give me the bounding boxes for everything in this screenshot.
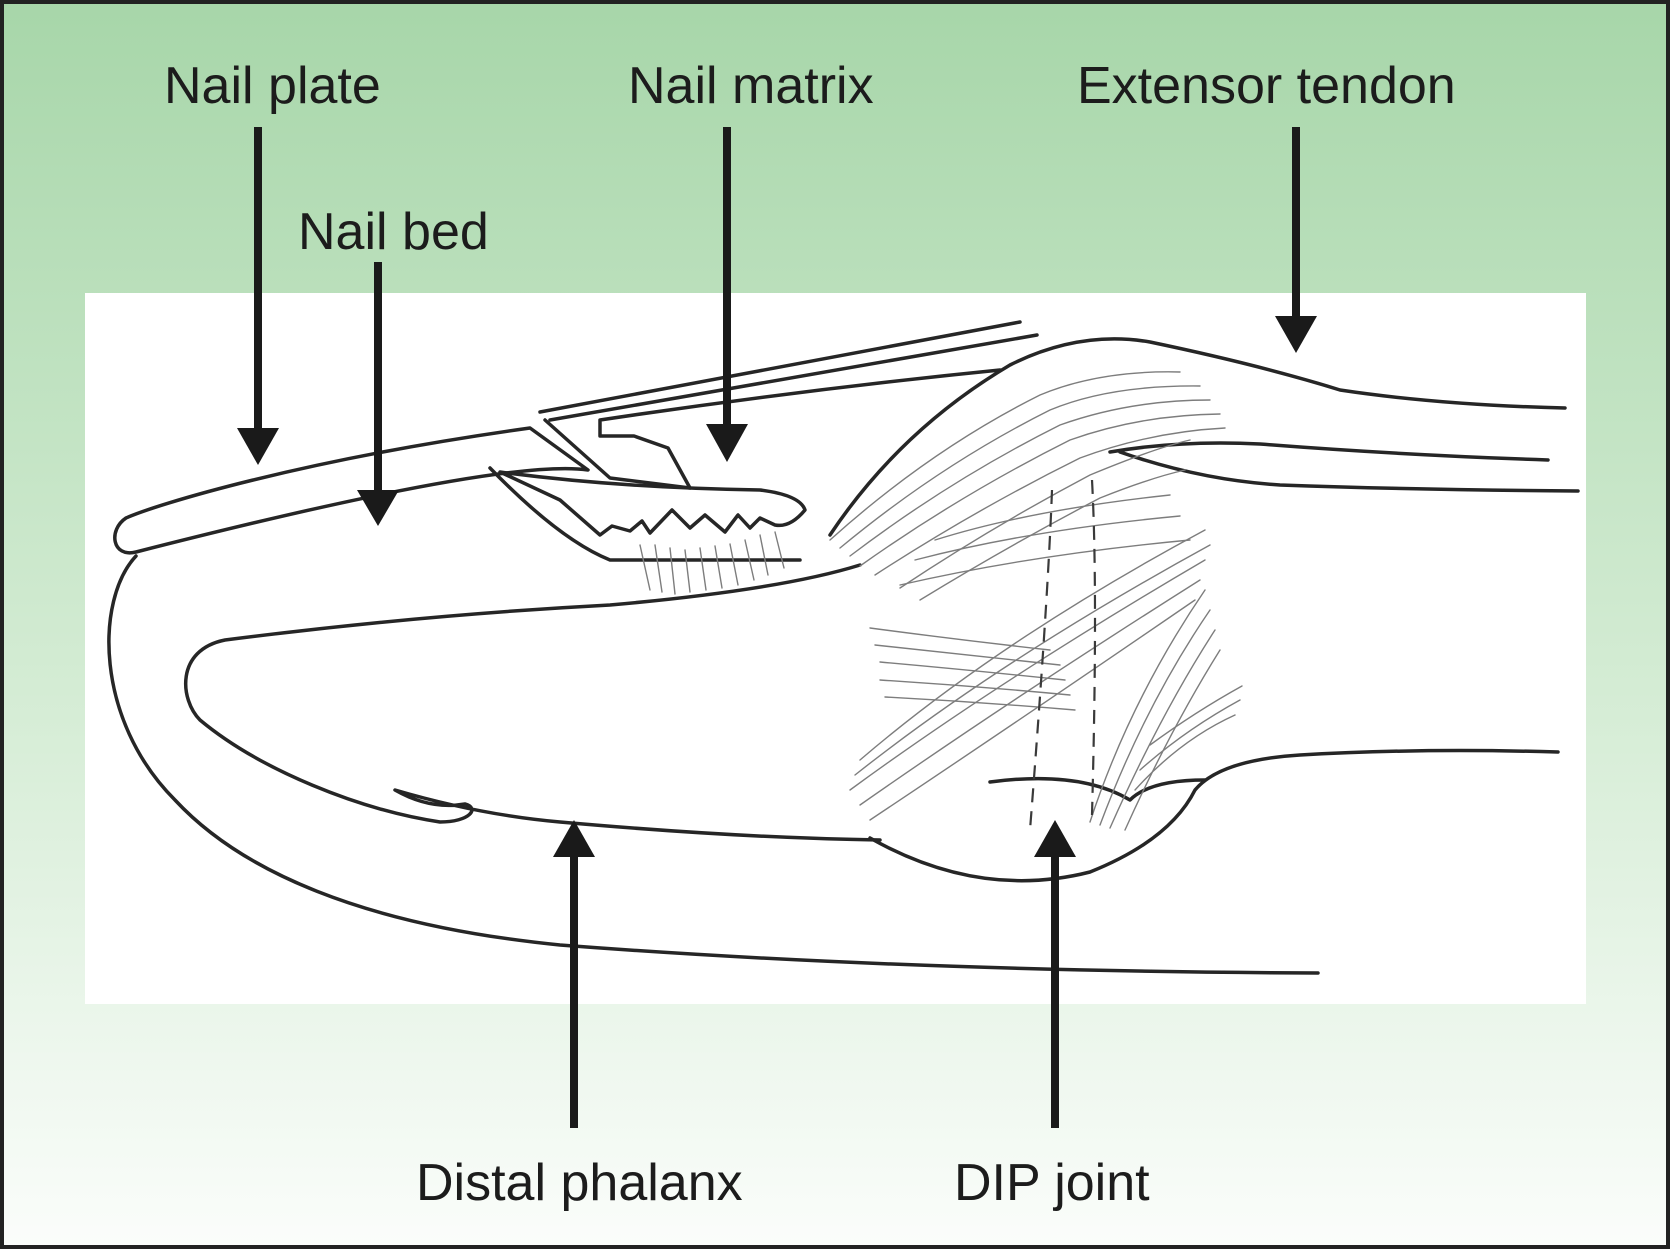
distal-phalanx-bone: [183, 563, 882, 842]
extensor-tendon-arrow: [1275, 127, 1317, 353]
distal-phalanx-arrow: [553, 820, 595, 1128]
nail-plate-arrow: [237, 127, 279, 465]
label-nail-plate: Nail plate: [164, 57, 381, 115]
label-distal-phalanx: Distal phalanx: [416, 1154, 743, 1212]
finger-illustration: [107, 320, 1580, 975]
nail-plate-drawing: [113, 426, 590, 555]
condyle-contour: [988, 776, 1207, 802]
pulp-skin-outline: [107, 554, 1320, 975]
proximal-nail-fold: [538, 320, 1039, 490]
label-nail-matrix: Nail matrix: [628, 57, 874, 115]
joint-volar-contour: [868, 748, 1560, 883]
nail-bed-drawing: [488, 466, 802, 562]
germinal-matrix: [498, 470, 807, 537]
nail-matrix-arrow: [706, 127, 748, 462]
collateral-ligament-fibers: [849, 529, 1243, 831]
dip-joint-arrow: [1034, 820, 1076, 1128]
tendon-fibers: [829, 371, 1226, 601]
extensor-tendon-drawing: [828, 337, 1567, 537]
nail-bed-arrow: [357, 262, 399, 526]
joint-line: [1028, 479, 1097, 831]
middle-phalanx-outline: [1108, 441, 1580, 493]
label-nail-bed: Nail bed: [298, 203, 489, 261]
matrix-fibers: [639, 531, 785, 595]
label-dip-joint: DIP joint: [954, 1154, 1150, 1212]
illustration-panel: [85, 293, 1586, 1004]
label-extensor-tendon: Extensor tendon: [1077, 57, 1456, 115]
